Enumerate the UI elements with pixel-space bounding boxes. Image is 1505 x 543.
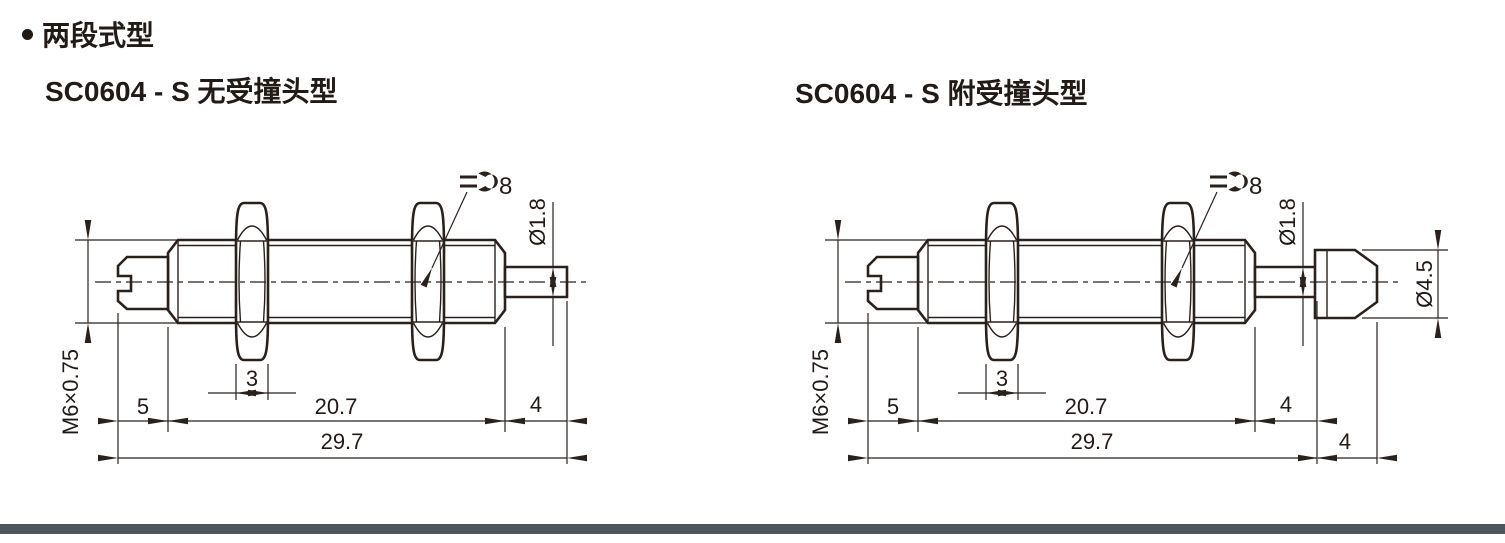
front-length-label: 5 bbox=[137, 394, 149, 419]
section-title: 两段式型 bbox=[42, 20, 155, 51]
rod-length-label: 4 bbox=[530, 392, 542, 417]
nut-width-label: 3 bbox=[996, 366, 1008, 391]
rod-length-label: 4 bbox=[1280, 392, 1292, 417]
total-length-label: 29.7 bbox=[321, 429, 364, 454]
wrench-size-label: 8 bbox=[499, 173, 512, 200]
strike-cap bbox=[1313, 248, 1379, 320]
rod-diameter-label: Ø1.8 bbox=[1275, 198, 1300, 246]
rod-diameter-label: Ø1.8 bbox=[525, 198, 550, 246]
figure-title-right: SC0604 - S 附受撞头型 bbox=[795, 78, 1088, 109]
figure-left-drawing: 8 Ø1.8 M6×0.75 3 5 20.7 4 29.7 bbox=[58, 172, 588, 465]
bullet-icon bbox=[22, 28, 33, 40]
cap-length-label: 4 bbox=[1339, 429, 1351, 454]
front-length-label: 5 bbox=[887, 394, 899, 419]
figure-title-left: SC0604 - S 无受撞头型 bbox=[45, 76, 338, 107]
figure-right-drawing: 8 Ø1.8 M6×0.75 3 5 20.7 4 29.7 4 Ø4.5 bbox=[808, 172, 1448, 465]
section-header: 两段式型 bbox=[22, 14, 154, 54]
wrench-size-label: 8 bbox=[1249, 173, 1262, 200]
nut-width-label: 3 bbox=[246, 366, 258, 391]
cap-diameter-label: Ø4.5 bbox=[1412, 260, 1437, 308]
total-length-label: 29.7 bbox=[1071, 429, 1114, 454]
thread-label: M6×0.75 bbox=[58, 349, 83, 435]
body-length-label: 20.7 bbox=[315, 394, 358, 419]
footer-divider-bar bbox=[0, 524, 1505, 534]
body-length-label: 20.7 bbox=[1065, 394, 1108, 419]
thread-label: M6×0.75 bbox=[808, 349, 833, 435]
